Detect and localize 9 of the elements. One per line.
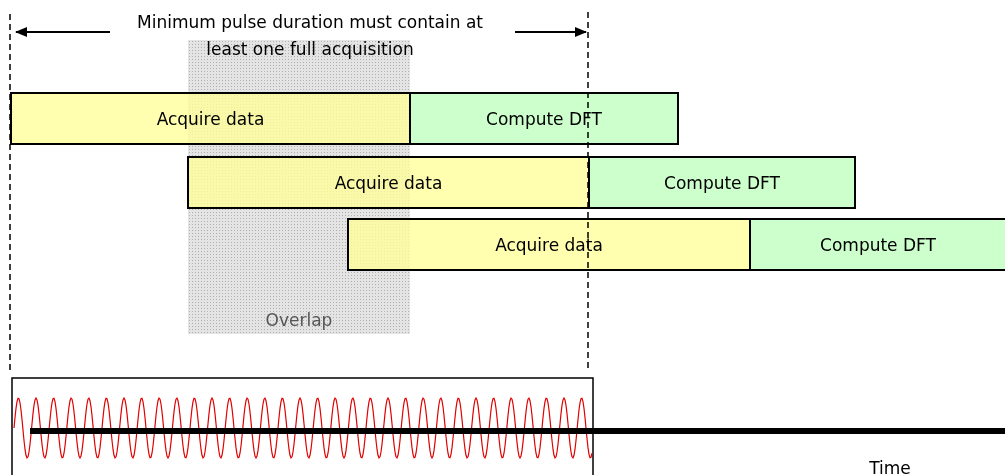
overlap-label: Overlap [264, 310, 334, 330]
pulse-duration-note: Minimum pulse duration must contain at least one full acquisition [136, 11, 484, 61]
time-axis-label: Time [868, 457, 912, 475]
acquire-data-bar: Acquire data [187, 156, 590, 209]
compute-dft-bar: Compute DFT [749, 218, 1005, 271]
compute-dft-bar: Compute DFT [409, 92, 679, 145]
acquire-data-bar: Acquire data [10, 92, 411, 145]
compute-dft-bar: Compute DFT [588, 156, 856, 209]
acquire-data-bar: Acquire data [347, 218, 751, 271]
